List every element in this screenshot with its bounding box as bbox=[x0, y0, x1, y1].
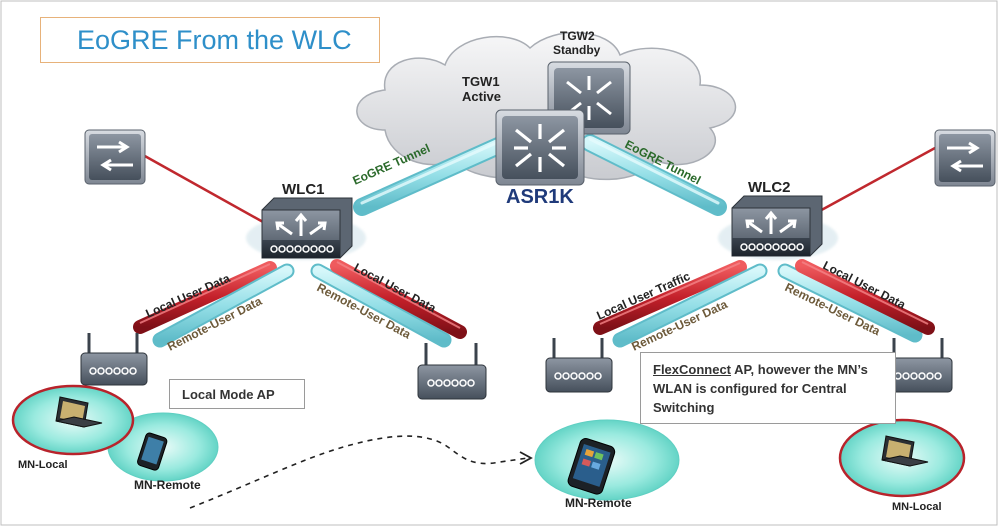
roaming-arrow bbox=[189, 435, 533, 509]
wlc2-pipe-right-red bbox=[795, 259, 935, 335]
switch-icon bbox=[84, 129, 146, 185]
asr1k-label: ASR1K bbox=[506, 186, 574, 208]
link-wlc1-switch bbox=[142, 153, 264, 224]
access-point-icon bbox=[545, 338, 613, 393]
wlc1-pipe-left-cyan bbox=[152, 263, 295, 348]
flexconnect-note: FlexConnect AP, however the MN’s WLAN is… bbox=[640, 352, 896, 424]
client-label-right-local: MN-Local bbox=[892, 501, 942, 513]
eogre-tunnel-left bbox=[353, 134, 514, 216]
wlc1-pipe-left-red bbox=[133, 261, 277, 334]
client-label-left-remote: MN-Remote bbox=[134, 478, 201, 492]
tgw2-name: TGW2 bbox=[560, 29, 595, 43]
diagram-title: EoGRE From the WLC bbox=[77, 25, 352, 55]
access-point-icon bbox=[417, 343, 487, 400]
wlc1-pipe-right-red bbox=[330, 259, 467, 339]
wlc2-pipe-left-red bbox=[593, 260, 747, 335]
wlc1-pipe-right-cyan bbox=[310, 263, 452, 348]
wlc2-pipe-right-cyan bbox=[777, 263, 923, 343]
tgw1-name: TGW1 bbox=[462, 74, 500, 89]
tgw1-state: Active bbox=[462, 89, 501, 104]
wlc2-label: WLC2 bbox=[748, 179, 791, 196]
local-mode-note: Local Mode AP bbox=[169, 379, 305, 409]
access-point-icon bbox=[80, 333, 148, 386]
smartphone-icon bbox=[567, 438, 616, 495]
wlc1-label: WLC1 bbox=[282, 181, 325, 198]
wlc2-pipe-left-cyan bbox=[612, 263, 768, 348]
tgw2-state: Standby bbox=[553, 43, 601, 57]
eogre-tunnel-right bbox=[581, 134, 727, 216]
wlc-icon bbox=[731, 195, 823, 257]
flexconnect-note-text: AP, however the MN’s WLAN is configured … bbox=[653, 362, 868, 415]
client-label-center-remote: MN-Remote bbox=[565, 496, 632, 510]
title-box: EoGRE From the WLC bbox=[40, 17, 380, 63]
switch-icon bbox=[934, 129, 996, 187]
wlc-icon bbox=[261, 197, 353, 259]
flexconnect-term: FlexConnect bbox=[653, 362, 732, 377]
client-label-left-local: MN-Local bbox=[18, 459, 68, 471]
local-mode-note-text: Local Mode AP bbox=[182, 387, 275, 402]
smartphone-icon bbox=[137, 432, 168, 471]
laptop-icon bbox=[881, 435, 929, 467]
link-wlc2-switch bbox=[815, 146, 936, 215]
laptop-icon bbox=[55, 396, 103, 428]
router-icon bbox=[495, 109, 585, 186]
